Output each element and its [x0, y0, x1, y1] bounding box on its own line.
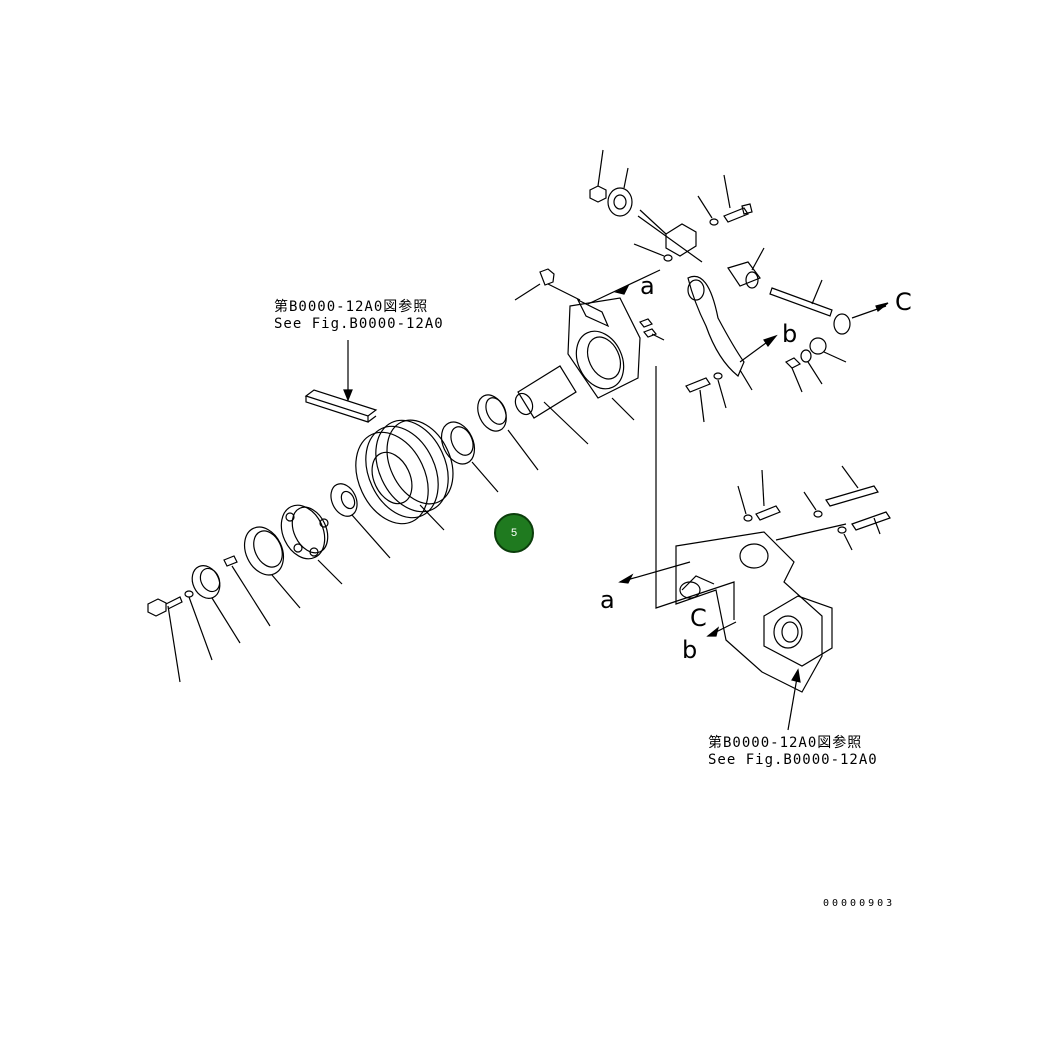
callout-badge[interactable]: 5 — [494, 513, 534, 553]
connector-a-top: a — [640, 272, 655, 300]
bolt-bracket — [686, 373, 726, 422]
reference-jp-line: 第B0000-12A0図参照 — [708, 735, 863, 751]
pulley-housing — [567, 298, 640, 420]
reference-en-line: See Fig.B0000-12A0 — [274, 316, 444, 332]
washer-link — [634, 244, 672, 261]
reference-arrow-right — [788, 670, 800, 730]
reference-text-bottom-right: 第B0000-12A0図参照 See Fig.B0000-12A0 — [708, 735, 878, 769]
nut-top — [590, 150, 606, 202]
connector-c-bottom: C — [690, 604, 707, 632]
callout-label: 5 — [510, 527, 518, 539]
adjuster-block — [638, 210, 702, 262]
mounting-bracket — [676, 532, 832, 692]
reference-en-line: See Fig.B0000-12A0 — [708, 752, 878, 768]
bolt-left — [148, 597, 182, 682]
pulley — [342, 409, 466, 536]
small-fittings — [640, 319, 664, 340]
washer-left — [185, 591, 212, 660]
key-strip — [306, 390, 376, 422]
sleeve-top — [608, 168, 632, 216]
connector-a-top-line — [588, 270, 660, 304]
pin — [224, 556, 270, 626]
shaft — [512, 366, 588, 444]
bearing-cage — [273, 498, 342, 584]
adjuster-nut — [728, 248, 764, 288]
connector-b-bottom: b — [682, 636, 698, 664]
connector-lines — [620, 366, 736, 636]
connector-a-bottom: a — [600, 586, 615, 614]
reference-jp-line: 第B0000-12A0図参照 — [274, 299, 429, 315]
connector-b-top: b — [782, 320, 798, 348]
connector-c-top: C — [895, 288, 912, 316]
seal-ring-right — [472, 390, 538, 470]
bearing-right — [435, 417, 498, 492]
reference-arrow-left — [344, 340, 352, 400]
nut-washer-right — [786, 338, 846, 392]
reference-text-top-left: 第B0000-12A0図参照 See Fig.B0000-12A0 — [274, 299, 444, 333]
housing-bolt — [515, 269, 580, 300]
adjuster-rod — [770, 280, 888, 334]
drawing-number: 00000903 — [823, 898, 896, 909]
bolt-top — [724, 175, 752, 222]
thrust-plate — [187, 561, 240, 643]
nut-center — [326, 480, 390, 558]
slotted-bracket — [688, 276, 776, 390]
seal-ring-outer — [237, 521, 300, 608]
bracket-bolts — [738, 466, 890, 550]
washer-top — [698, 196, 718, 225]
